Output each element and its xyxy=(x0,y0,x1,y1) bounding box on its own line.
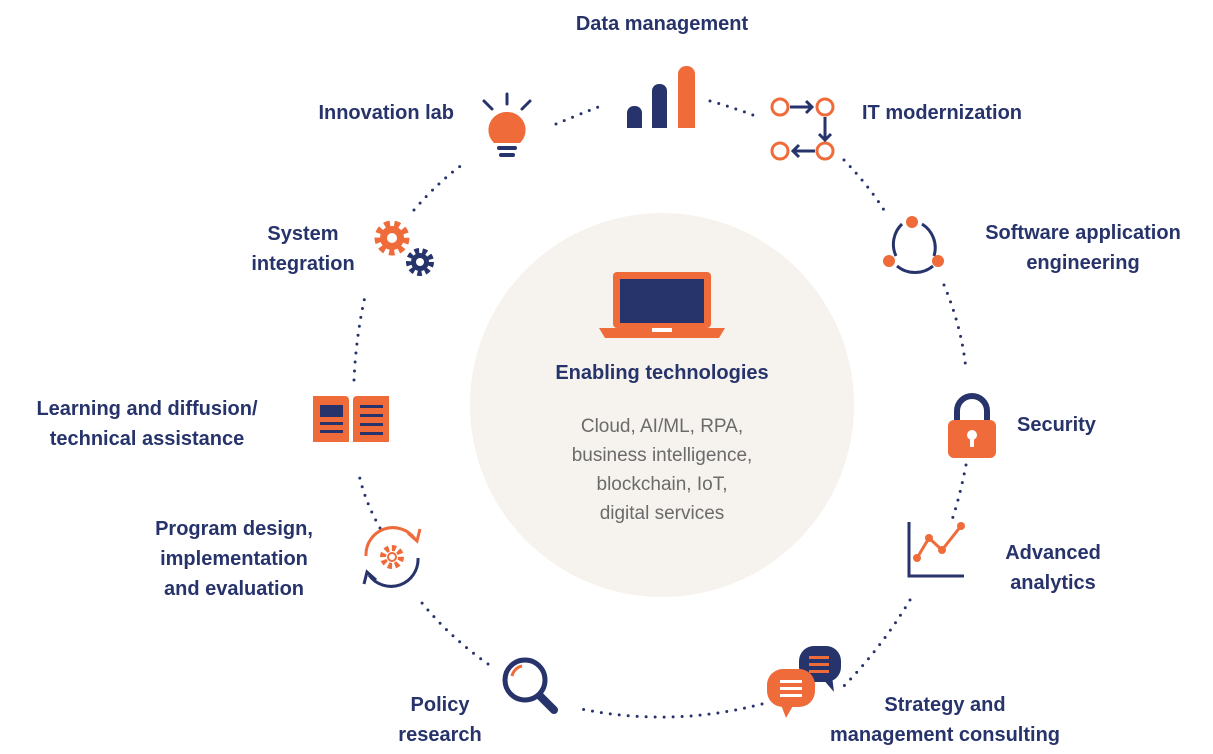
dotted-ring xyxy=(352,99,968,719)
line-graph-icon xyxy=(907,522,965,578)
ring-arc xyxy=(942,283,968,372)
center-description-line: blockchain, IoT, xyxy=(596,474,728,495)
label-security: Security xyxy=(1017,410,1096,440)
gear-refresh-icon xyxy=(362,526,422,588)
label-line: IT modernization xyxy=(862,102,1022,124)
label-line: engineering xyxy=(1026,252,1140,274)
label-innovation-lab: Innovation lab xyxy=(270,98,454,128)
label-line: Learning and diffusion/ xyxy=(36,398,258,420)
chat-bubbles-icon xyxy=(767,646,841,718)
label-line: Program design, xyxy=(155,518,313,540)
label-line: Advanced xyxy=(1005,542,1101,564)
label-line: Strategy and xyxy=(884,694,1006,716)
center-title: Enabling technologies xyxy=(555,362,769,384)
book-icon xyxy=(313,396,389,442)
arrows-cycle-icon xyxy=(770,97,835,161)
label-line: and evaluation xyxy=(163,578,305,600)
ring-arc xyxy=(356,468,382,530)
label-strategy-consulting: Strategy and management consulting xyxy=(800,690,1090,750)
label-policy-research: Policy research xyxy=(370,690,510,750)
label-advanced-analytics: Advanced analytics xyxy=(986,538,1120,598)
label-line: analytics xyxy=(1010,572,1096,594)
center-description-line: Cloud, AI/ML, RPA, xyxy=(580,416,744,437)
padlock-icon xyxy=(948,393,996,458)
label-program-design: Program design, implementation and evalu… xyxy=(128,514,340,604)
label-line: integration xyxy=(251,253,355,275)
label-line: management consulting xyxy=(829,724,1061,746)
ring-arc xyxy=(842,158,886,212)
label-line: Innovation lab xyxy=(318,102,454,124)
cycle-nodes-icon xyxy=(883,216,944,274)
label-software-application-engineering: Software application engineering xyxy=(956,218,1210,278)
center-description-line: digital services xyxy=(599,503,725,524)
laptop-icon xyxy=(599,272,725,338)
label-line: System xyxy=(267,223,339,245)
ring-arc xyxy=(416,596,490,666)
center-description-line: business intelligence, xyxy=(571,445,753,466)
label-line: implementation xyxy=(160,548,308,570)
label-line: Policy xyxy=(410,694,470,716)
ring-arc xyxy=(708,99,760,119)
label-data-management: Data management xyxy=(552,9,772,39)
center-description: Cloud, AI/ML, RPA, business intelligence… xyxy=(472,412,852,528)
label-system-integration: System integration xyxy=(236,219,370,279)
label-line: Software application xyxy=(985,222,1181,244)
ring-arc xyxy=(554,102,608,126)
label-it-modernization: IT modernization xyxy=(862,98,1022,128)
ring-arc xyxy=(412,160,468,212)
center-circle xyxy=(470,213,854,597)
ring-arc xyxy=(574,702,764,719)
ring-arc xyxy=(838,598,912,692)
lightbulb-icon xyxy=(482,92,532,157)
ring-arc xyxy=(352,290,368,382)
gears-icon xyxy=(374,220,434,276)
label-line: research xyxy=(398,724,482,746)
label-line: technical assistance xyxy=(49,428,245,450)
label-line: Data management xyxy=(575,13,749,35)
magnifier-icon xyxy=(502,657,558,714)
bar-chart-icon xyxy=(627,66,695,128)
label-learning-diffusion: Learning and diffusion/ technical assist… xyxy=(4,394,290,454)
ring-arc xyxy=(950,463,968,522)
label-line: Security xyxy=(1017,414,1096,436)
